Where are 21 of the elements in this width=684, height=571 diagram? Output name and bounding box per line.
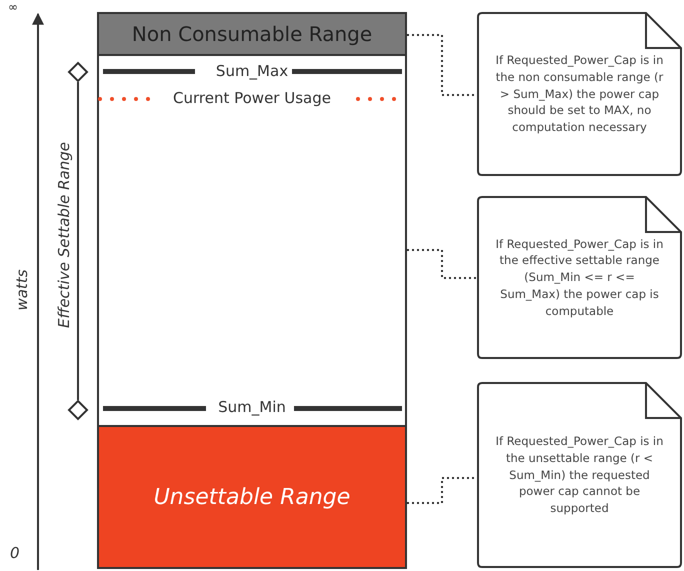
connector <box>407 477 477 504</box>
axis-max-label: ∞ <box>8 0 18 14</box>
range-label: Effective Settable Range <box>55 142 73 328</box>
range-label: Non Consumable Range <box>132 22 372 46</box>
connector <box>407 34 477 96</box>
usage-label: Current Power Usage <box>171 89 333 108</box>
axis-min-label: 0 <box>10 544 20 562</box>
range-band <box>97 425 407 569</box>
range-band <box>97 12 407 56</box>
connector <box>407 249 477 279</box>
threshold-label: Sum_Min <box>216 398 288 416</box>
threshold-label: Sum_Max <box>214 62 290 80</box>
range-label: Unsettable Range <box>154 484 350 510</box>
note-text: If Requested_Power_Cap is in the unsettable range (r < Sum_Min) the requested power cap cannot be supported <box>494 433 664 517</box>
note-card <box>477 196 682 359</box>
range-band <box>97 56 407 425</box>
note-card <box>477 382 682 568</box>
axis-label: watts <box>13 269 31 311</box>
note-text: If Requested_Power_Cap is in the non consumable range (r > Sum_Max) the power cap should be set to MAX, no computation necessary <box>494 52 664 136</box>
note-text: If Requested_Power_Cap is in the effective settable range (Sum_Min <= r <= Sum_Max) the power cap is computable <box>494 236 664 320</box>
note-card <box>477 12 682 176</box>
